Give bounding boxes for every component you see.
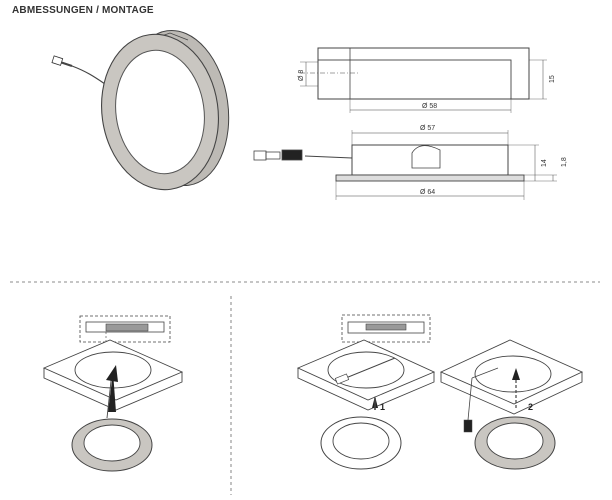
dim-side-height-label: 14 <box>541 159 548 167</box>
dim-flange-label: Ø 64 <box>420 189 435 196</box>
dim-body-label: Ø 57 <box>420 125 435 132</box>
mounting-diagram-step1 <box>296 314 436 470</box>
page-title: ABMESSUNGEN / MONTAGE <box>12 5 154 16</box>
step-1-label: 1 <box>380 402 385 412</box>
cutout-dimension-drawing <box>300 47 547 113</box>
mounting-diagram-step2 <box>439 339 584 470</box>
dim-height-label: 15 <box>549 75 556 83</box>
luminaire-3d-view <box>51 29 230 191</box>
mounting-diagram-left <box>42 315 184 472</box>
side-view-drawing <box>253 130 557 200</box>
dim-bore-label: Ø 8 <box>298 70 305 81</box>
dim-rim-label: 1,8 <box>561 157 568 167</box>
step-2-label: 2 <box>528 402 533 412</box>
dim-inner-label: Ø 58 <box>422 103 437 110</box>
